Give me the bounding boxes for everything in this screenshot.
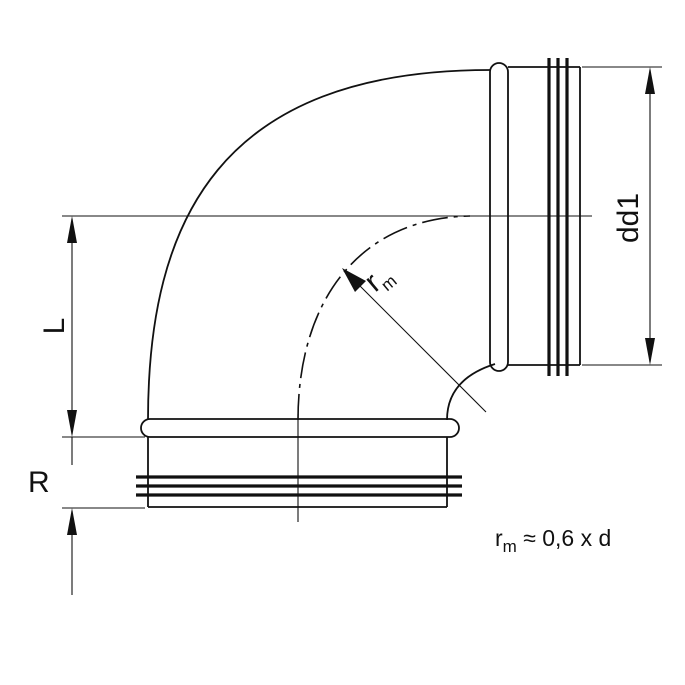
formula-text: rm ≈ 0,6 x d (495, 525, 611, 556)
bend-centerline (297, 215, 471, 421)
bottom-collar-bead (140, 418, 460, 438)
formula-m: m (503, 537, 517, 556)
L-arrow-top (67, 216, 77, 243)
L-label: L (38, 318, 71, 335)
rm-label: rm (358, 258, 400, 302)
rm-arrow (342, 268, 366, 292)
dd1-arrow-bottom (645, 338, 655, 365)
dd1-arrow-top (645, 67, 655, 94)
formula-rest: ≈ 0,6 x d (517, 525, 611, 551)
dd1-label: dd1 (612, 193, 645, 243)
L-arrow-bottom (67, 410, 77, 437)
R-arrow (67, 508, 77, 535)
right-collar-bead (489, 62, 509, 372)
formula-r: r (495, 525, 503, 551)
outer-bend-contour (147, 69, 491, 421)
inner-bend-contour (446, 363, 496, 421)
rm-leader-line (351, 277, 487, 413)
R-label: R (28, 466, 50, 499)
